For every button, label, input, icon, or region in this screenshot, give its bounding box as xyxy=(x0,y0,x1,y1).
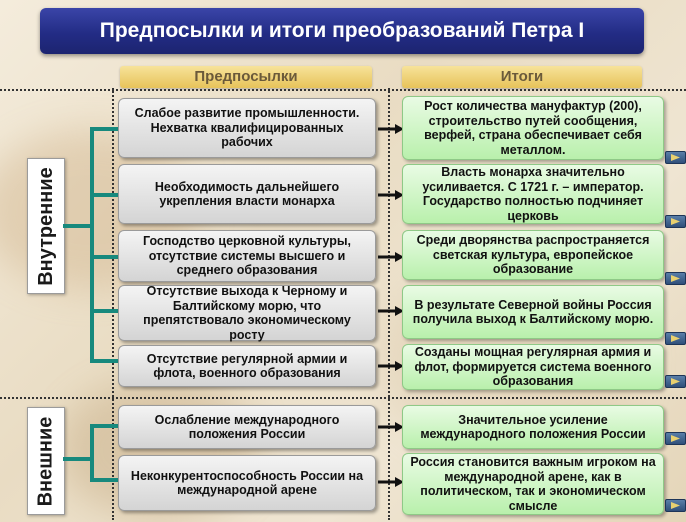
premise-box: Необходимость дальнейшего укрепления вла… xyxy=(118,164,376,224)
result-box: Рост количества мануфактур (200), строит… xyxy=(402,96,664,160)
arrow-right-icon xyxy=(378,306,404,316)
premise-box: Слабое развитие промышленности. Нехватка… xyxy=(118,98,376,158)
group-label-external-text: Внешние xyxy=(34,416,57,506)
column-header-results: Итоги xyxy=(402,66,642,88)
arrow-right-icon[interactable] xyxy=(665,499,686,512)
result-box: Созданы мощная регулярная армия и флот, … xyxy=(402,344,664,390)
result-box: Значительное усиление международного пол… xyxy=(402,405,664,449)
arrow-right-icon[interactable] xyxy=(665,272,686,285)
connector-branch xyxy=(90,478,118,482)
connector-branch xyxy=(90,359,118,363)
arrow-right-icon[interactable] xyxy=(665,151,686,164)
arrow-right-icon xyxy=(378,422,404,432)
connector-branch xyxy=(90,309,118,313)
connector-branch xyxy=(90,127,118,131)
result-box: Власть монарха значительно усиливается. … xyxy=(402,164,664,224)
divider-vertical xyxy=(388,88,390,520)
group-label-internal: Внутренние xyxy=(27,158,65,294)
connector-trunk xyxy=(90,425,94,481)
arrow-right-icon xyxy=(378,252,404,262)
connector-branch xyxy=(90,424,118,428)
arrow-right-icon[interactable] xyxy=(665,432,686,445)
premise-box: Отсутствие регулярной армии и флота, вое… xyxy=(118,345,376,387)
arrow-right-icon xyxy=(378,124,404,134)
premise-box: Господство церковной культуры, отсутстви… xyxy=(118,230,376,282)
connector-trunk xyxy=(90,128,94,362)
arrow-right-icon xyxy=(378,190,404,200)
connector-stem xyxy=(63,457,92,461)
premise-box: Ослабление международного положения Росс… xyxy=(118,405,376,449)
connector-branch xyxy=(90,193,118,197)
connector-branch xyxy=(90,255,118,259)
group-label-internal-text: Внутренние xyxy=(34,166,57,286)
column-header-premises: Предпосылки xyxy=(120,66,372,88)
arrow-right-icon[interactable] xyxy=(665,215,686,228)
divider-vertical xyxy=(112,88,114,520)
arrow-right-icon xyxy=(378,477,404,487)
arrow-right-icon xyxy=(378,361,404,371)
arrow-right-icon[interactable] xyxy=(665,332,686,345)
result-box: Среди дворянства распространяется светск… xyxy=(402,230,664,280)
connector-stem xyxy=(63,224,92,228)
page-title: Предпосылки и итоги преобразований Петра… xyxy=(40,8,644,54)
arrow-right-icon[interactable] xyxy=(665,375,686,388)
result-box: Россия становится важным игроком на межд… xyxy=(402,453,664,515)
divider-horizontal xyxy=(0,89,686,91)
divider-horizontal xyxy=(0,397,686,399)
group-label-external: Внешние xyxy=(27,407,65,515)
premise-box: Отсутствие выхода к Черному и Балтийском… xyxy=(118,284,376,342)
premise-box: Неконкурентоспособность России на междун… xyxy=(118,455,376,511)
result-box: В результате Северной войны Россия получ… xyxy=(402,285,664,339)
